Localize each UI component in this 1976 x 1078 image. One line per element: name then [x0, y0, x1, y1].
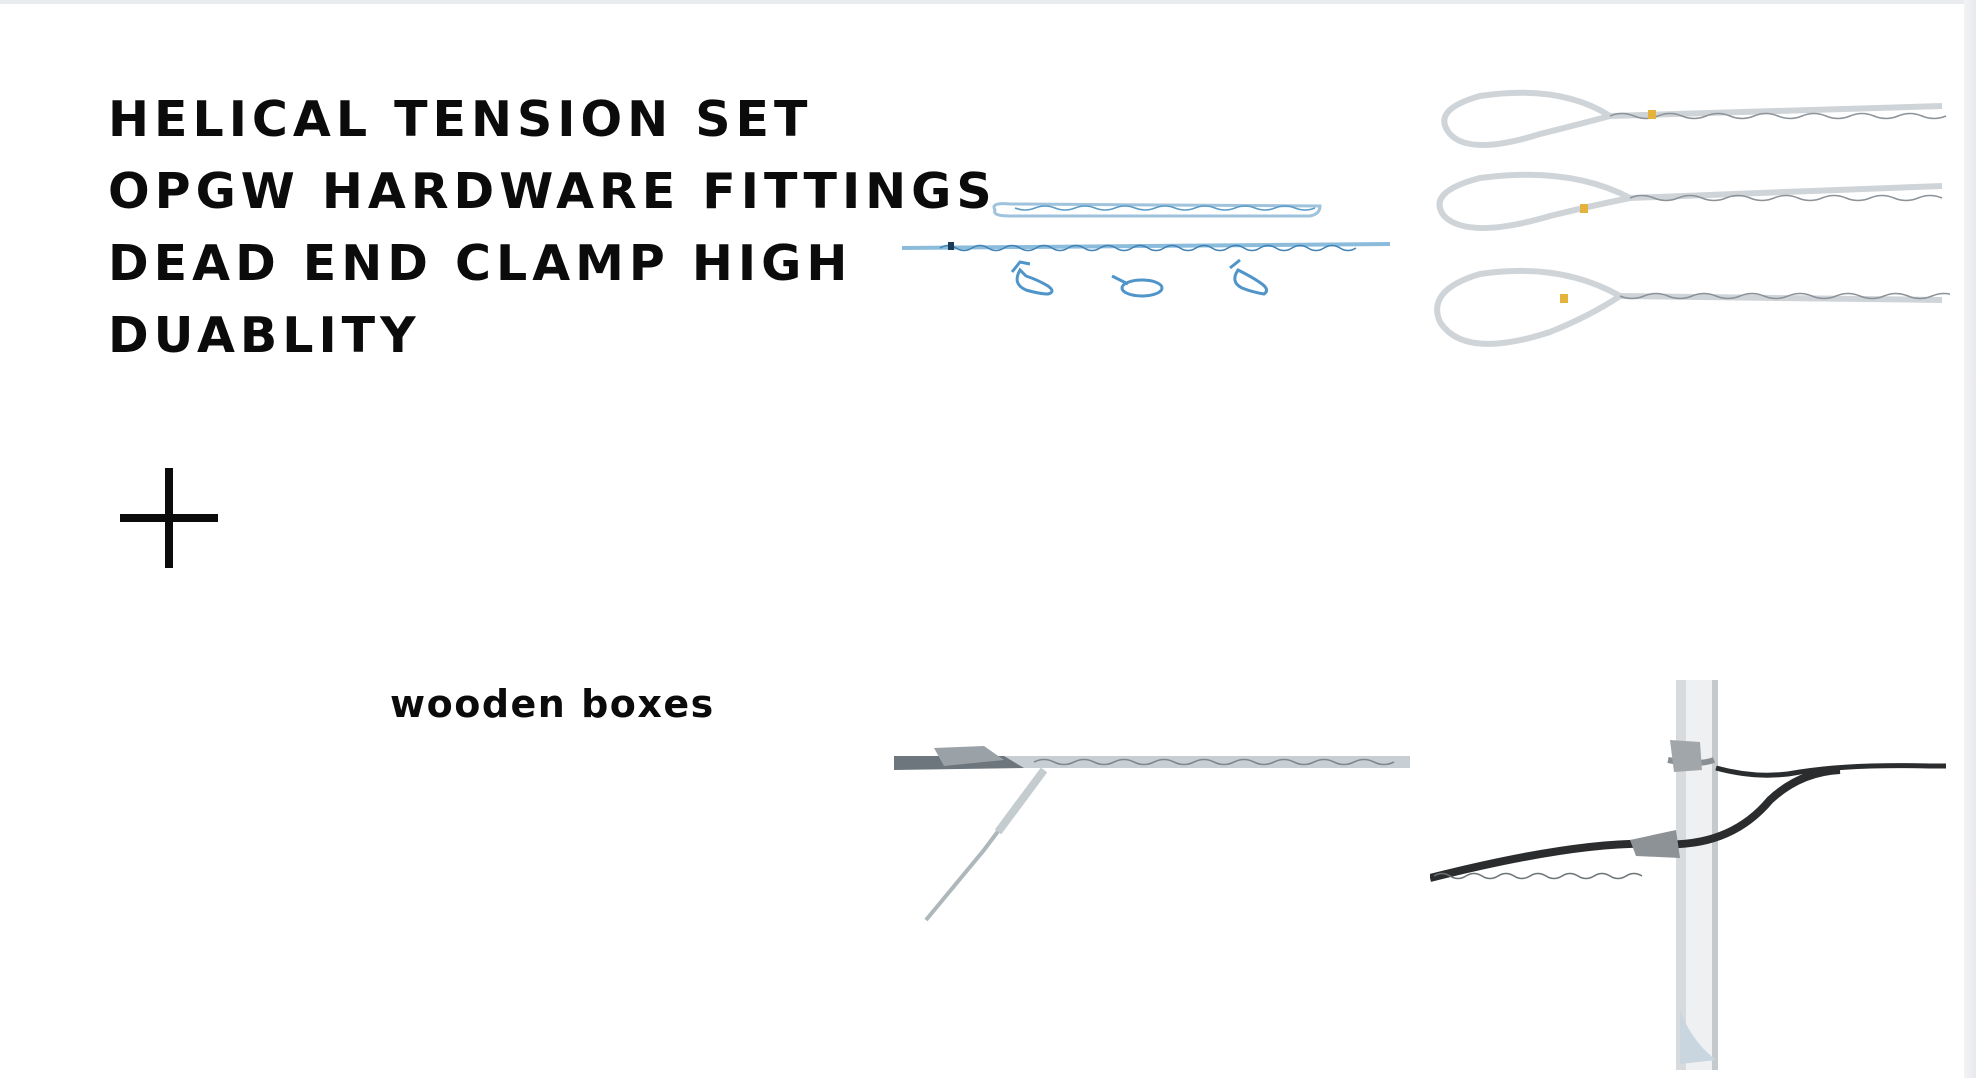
packaging-caption: wooden boxes: [390, 682, 715, 726]
scrollbar-track[interactable]: [1964, 0, 1976, 1078]
title-line-2: OPGW HARDWARE FITTINGS: [108, 163, 997, 220]
product-photo-dead-ends: [1430, 84, 1950, 364]
top-divider: [0, 0, 1976, 4]
product-title: HELICAL TENSION SET OPGW HARDWARE FITTIN…: [108, 84, 997, 372]
product-photo-pole: [1430, 680, 1950, 1070]
product-photo-installed: [894, 740, 1410, 930]
title-line-4: DUABLITY: [108, 307, 421, 364]
title-line-1: HELICAL TENSION SET: [108, 91, 813, 148]
plus-icon: [114, 466, 224, 576]
product-photo-kit: [900, 190, 1400, 320]
title-line-3: DEAD END CLAMP HIGH: [108, 235, 853, 292]
